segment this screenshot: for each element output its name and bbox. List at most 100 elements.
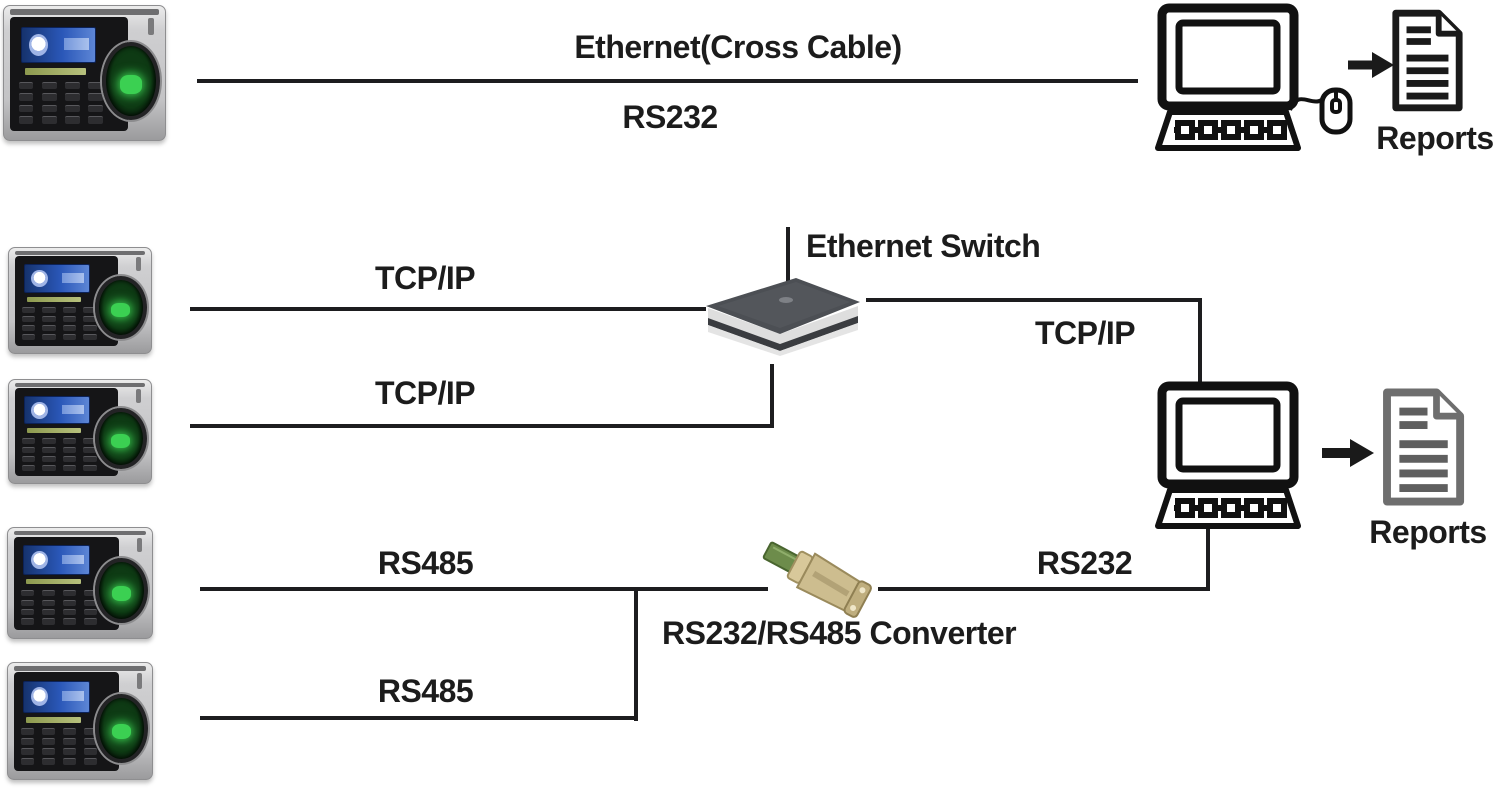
- line-tcpip-bottom-h: [190, 424, 774, 428]
- keypad-key: [21, 748, 35, 755]
- keypad-key: [83, 748, 97, 755]
- terminal-label-strip: [26, 716, 82, 723]
- terminal-screen: [23, 681, 91, 713]
- fingerprint-terminal-4: [7, 527, 153, 639]
- label-tcpip-top: TCP/IP: [374, 260, 476, 296]
- terminal-keypad: [21, 307, 97, 341]
- keypad-key: [21, 334, 35, 341]
- terminal-top-strip: [13, 530, 147, 536]
- terminal-label-strip: [27, 296, 81, 302]
- terminal-speaker: [136, 389, 142, 403]
- arrow-right-icon-middle: [1320, 438, 1374, 468]
- keypad-key: [42, 334, 56, 341]
- sensor-green-light: [111, 303, 131, 318]
- keypad-key: [21, 307, 35, 314]
- sensor-green-light: [111, 434, 131, 449]
- sensor-green-light: [111, 723, 132, 740]
- keypad-key: [21, 455, 35, 462]
- terminal-screen-logo: [29, 34, 49, 56]
- keypad-key: [62, 438, 77, 445]
- terminal-screen-logo: [31, 270, 49, 288]
- fingerprint-terminal-2: [8, 247, 152, 354]
- ethernet-switch-icon: [698, 272, 870, 356]
- terminal-speaker: [136, 537, 142, 553]
- fingerprint-terminal-1: [3, 5, 166, 141]
- terminal-screen: [21, 26, 96, 64]
- keypad-key: [41, 81, 57, 90]
- keypad-key: [83, 334, 97, 341]
- keypad-key: [65, 81, 80, 90]
- mouse-icon: [1286, 76, 1356, 138]
- label-reports-top: Reports: [1376, 120, 1494, 156]
- keypad-key: [21, 325, 35, 332]
- terminal-front-panel: [10, 16, 128, 131]
- keypad-key: [83, 307, 97, 314]
- keypad-key: [21, 599, 35, 606]
- keypad-key: [42, 446, 56, 453]
- keypad-key: [41, 748, 56, 755]
- keypad-key: [41, 738, 56, 746]
- keypad-key: [62, 748, 76, 755]
- keypad-key: [41, 93, 57, 101]
- keypad-key: [83, 316, 97, 323]
- keypad-key: [62, 738, 76, 746]
- keypad-key: [62, 590, 76, 597]
- line-switch-to-pc-h: [866, 298, 1202, 302]
- terminal-top-strip: [14, 382, 146, 387]
- label-tcpip-right: TCP/IP: [1034, 315, 1136, 351]
- keypad-key: [42, 307, 56, 314]
- keypad-key: [83, 738, 97, 746]
- keypad-key: [62, 599, 76, 606]
- keypad-key: [41, 618, 56, 625]
- keypad-key: [18, 104, 34, 113]
- terminal-speaker: [136, 673, 142, 689]
- line-rs485-top-left: [200, 587, 768, 591]
- label-tcpip-bottom: TCP/IP: [374, 375, 476, 411]
- terminal-keypad: [21, 438, 97, 471]
- keypad-key: [83, 325, 97, 332]
- fingerprint-sensor-icon: [94, 276, 147, 339]
- terminal-screen: [24, 264, 91, 294]
- line-rs485-junction-v: [634, 587, 638, 721]
- keypad-key: [83, 455, 97, 462]
- keypad-key: [83, 758, 97, 765]
- keypad-key: [41, 758, 56, 765]
- computer-icon-top: [1146, 2, 1318, 157]
- keypad-key: [62, 455, 77, 462]
- keypad-key: [88, 81, 104, 90]
- keypad-key: [88, 93, 104, 101]
- terminal-screen-logo: [30, 687, 48, 707]
- line-tcpip-bottom-v: [770, 364, 774, 428]
- terminal-front-panel: [14, 256, 119, 346]
- keypad-key: [88, 116, 104, 124]
- keypad-key: [83, 599, 97, 606]
- label-rs232-middle: RS232: [1036, 545, 1133, 581]
- keypad-key: [18, 116, 34, 124]
- keypad-key: [21, 618, 35, 625]
- terminal-keypad: [21, 590, 97, 625]
- keypad-key: [62, 464, 77, 471]
- terminal-speaker: [148, 18, 154, 36]
- keypad-key: [42, 325, 56, 332]
- reports-document-icon-middle: [1378, 385, 1468, 509]
- terminal-screen-logo: [30, 551, 48, 570]
- keypad-key: [41, 608, 56, 616]
- keypad-key: [62, 608, 76, 616]
- keypad-key: [83, 446, 97, 453]
- keypad-key: [21, 758, 35, 765]
- keypad-key: [62, 618, 76, 625]
- line-rs485-bottom: [200, 716, 638, 720]
- line-pc-to-rs232-v: [1206, 528, 1210, 590]
- fingerprint-sensor-icon: [95, 557, 148, 623]
- terminal-top-strip: [10, 9, 159, 15]
- keypad-key: [18, 81, 34, 90]
- keypad-key: [21, 438, 35, 445]
- fingerprint-sensor-icon: [95, 694, 148, 763]
- keypad-key: [62, 307, 77, 314]
- computer-icon-middle: [1146, 380, 1318, 535]
- rs232-rs485-converter-icon: [756, 536, 886, 622]
- keypad-key: [41, 116, 57, 124]
- keypad-key: [62, 446, 77, 453]
- keypad-key: [21, 464, 35, 471]
